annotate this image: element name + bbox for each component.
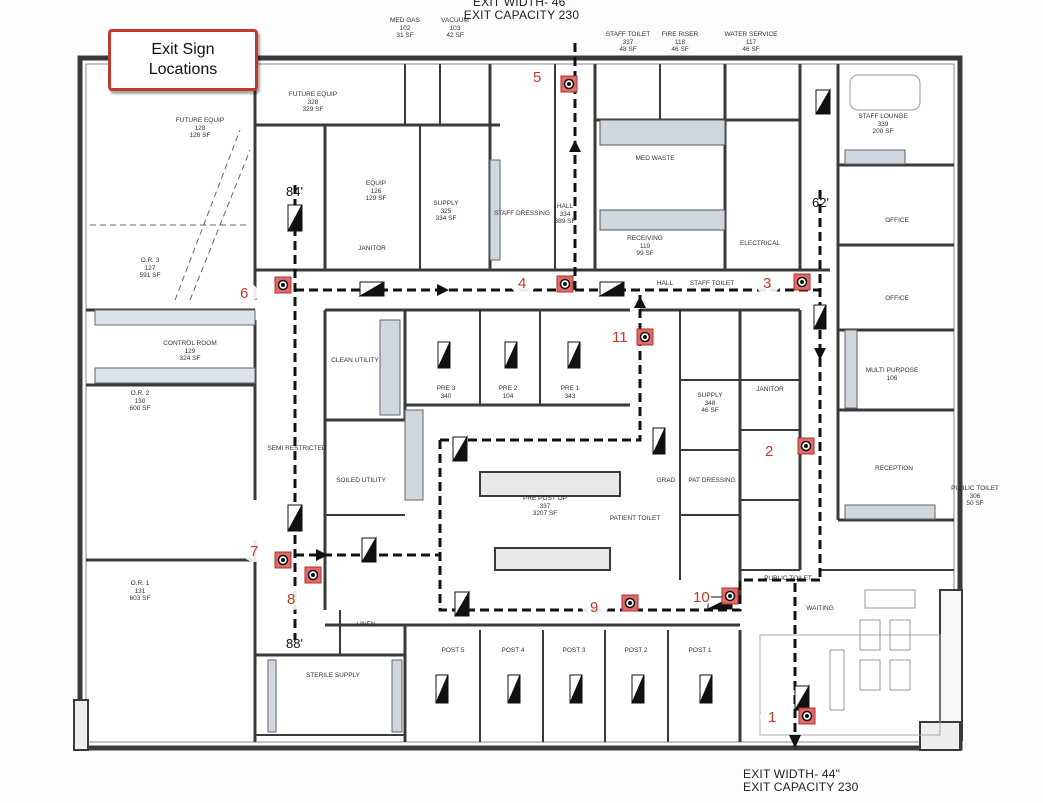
dimension-62: 62' [812,195,829,210]
exit-sign-number: 8 [287,591,295,608]
exit-sign-marker-10: 10 [685,586,739,608]
room-label: POST 4 [501,647,524,654]
exit-bottom-width: EXIT WIDTH- 44" [743,767,841,781]
exit-sign-number: 1 [768,709,776,726]
room-label: OFFICE [885,295,909,302]
room-label: STAFF TOILET [690,280,734,287]
dimension-84: 84' [286,184,303,199]
room-label: PATIENT TOILET [610,515,661,522]
exit-sign-marker-5: 5 [525,66,578,93]
exit-top-width: EXIT WIDTH- 46" [472,0,571,9]
walls [73,55,963,751]
exit-sign-marker-6: 6 [232,276,292,304]
dimension-88: 88' [286,636,303,651]
exit-sign-number: 5 [533,69,541,86]
exit-sign-glyphs [287,88,831,711]
room-label: MED WASTE [635,155,675,162]
exit-sign-marker-4: 4 [510,272,574,294]
room-label: POST 1 [688,647,711,654]
room-label: STAFF DRESSING [494,210,550,217]
exit-sign-number: 7 [250,543,258,560]
exit-sign-marker-9: 9 [582,594,639,618]
room-label: SOILED UTILITY [336,477,387,484]
exit-sign-number: 9 [590,599,598,616]
exit-sign-marker-8: 8 [279,566,322,610]
exit-bottom-capacity: EXIT CAPACITY 230 [743,780,859,794]
room-label: POST 2 [624,647,647,654]
room-label: GRAD [657,477,676,484]
room-label: POST 3 [562,647,585,654]
room-label: SEMI RESTRICTED [267,445,327,452]
exit-sign-number: 10 [693,589,710,606]
exit-sign-number: 4 [518,275,526,292]
exit-sign-marker-2: 2 [757,437,815,462]
egress-arrows [316,140,826,748]
exit-sign-marker-1: 1 [760,706,816,728]
room-label: CLEAN UTILITY [331,357,379,364]
exit-sign-markers: 1 2 3 4 5 6 7 8 9 10 11 [232,66,816,728]
room-label: WAITING [806,605,834,612]
room-label: STERILE SUPPLY [306,672,361,679]
exit-bottom-label: EXIT WIDTH- 44" EXIT CAPACITY 230 [743,768,863,794]
room-label: PAT DRESSING [688,477,735,484]
exit-sign-number: 11 [612,329,628,346]
legend-title-line1: Exit Sign [151,41,215,58]
exit-sign-marker-7: 7 [242,540,292,569]
legend-title-line2: Locations [148,61,218,78]
exit-sign-marker-11: 11 [604,326,654,348]
dimension-labels: 84' 62' 88' [286,184,829,651]
room-label: JANITOR [358,245,386,252]
legend-box: Exit Sign Locations [108,29,258,91]
room-label: POST 5 [441,647,464,654]
room-label: HALL [657,280,674,287]
exit-top-label: EXIT WIDTH- 46" EXIT CAPACITY 230 [0,0,1043,22]
room-label: JANITOR [756,386,784,393]
exit-sign-marker-3: 3 [755,272,811,294]
room-label: LINEN [356,621,375,628]
exit-sign-number: 2 [765,443,773,460]
exit-sign-number: 3 [763,275,771,292]
room-label: RECEPTION [875,465,913,472]
exit-sign-number: 6 [240,285,248,302]
room-label: OFFICE [885,217,909,224]
room-label: ELECTRICAL [740,240,780,247]
exit-top-capacity: EXIT CAPACITY 230 [463,8,580,22]
